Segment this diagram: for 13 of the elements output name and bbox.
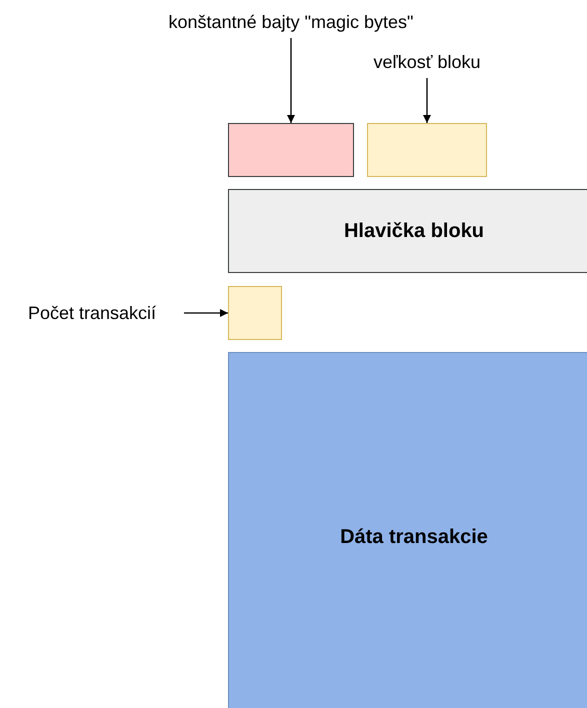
annotation-text: veľkosť bloku bbox=[373, 52, 481, 72]
arrow bbox=[423, 78, 431, 123]
block-section bbox=[228, 189, 587, 273]
block-field bbox=[228, 123, 354, 177]
block-field bbox=[228, 286, 282, 340]
block-field bbox=[367, 123, 487, 177]
annotation-text: Počet transakcií bbox=[28, 302, 156, 324]
section-label: Dáta transakcie bbox=[340, 526, 488, 548]
arrow bbox=[287, 38, 295, 123]
arrow bbox=[184, 309, 228, 317]
block-section bbox=[228, 352, 587, 708]
annotation-text: konštantné bajty "magic bytes" bbox=[168, 12, 414, 32]
section-label: Hlavička bloku bbox=[344, 220, 484, 242]
